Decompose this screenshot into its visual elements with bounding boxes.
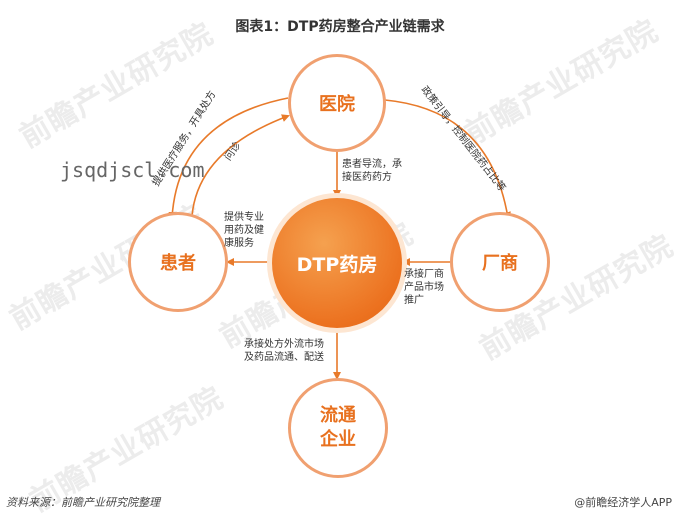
edge-label-pharmacy-to-patient: 提供专业 用药及健 康服务 (224, 211, 264, 250)
edge-label-line: 承接厂商 (404, 268, 444, 281)
node-hospital: 医院 (288, 54, 386, 152)
edge-label-line: 用药及健 (224, 224, 264, 237)
edge-label-line: 产品市场 (404, 281, 444, 294)
edge-label-line: 推广 (404, 294, 444, 307)
node-patient: 患者 (128, 212, 228, 312)
arrow-patient-to-hospital (192, 116, 288, 216)
node-manufacturer: 厂商 (450, 212, 550, 312)
edge-label-line: 承接处方外流市场 (244, 338, 324, 351)
edge-label-line: 康服务 (224, 237, 264, 250)
edge-label-line: 患者导流，承 (342, 158, 402, 171)
node-label: DTP药房 (297, 250, 378, 277)
overlay-watermark-text: jsqdjscl.com (60, 158, 205, 182)
node-dtp-pharmacy: DTP药房 (272, 198, 402, 328)
edge-label-line: 接医药药方 (342, 171, 402, 184)
node-label-line2: 企业 (320, 428, 356, 452)
edge-label-line: 及药品流通、配送 (244, 351, 324, 364)
node-label-line1: 流通 (320, 404, 356, 428)
edge-label-pharmacy-to-distributor: 承接处方外流市场 及药品流通、配送 (244, 338, 324, 364)
footer-brand: @前瞻经济学人APP (574, 494, 672, 510)
edge-label-hospital-pharmacy: 患者导流，承 接医药药方 (342, 158, 402, 184)
node-distributor: 流通 企业 (288, 378, 388, 478)
edge-label-manufacturer-to-pharmacy: 承接厂商 产品市场 推广 (404, 268, 444, 307)
node-label: 患者 (160, 249, 196, 275)
edge-label-line: 提供专业 (224, 211, 264, 224)
source-note: 资料来源：前瞻产业研究院整理 (6, 494, 160, 510)
node-label: 厂商 (482, 249, 518, 275)
node-label: 医院 (319, 90, 355, 116)
